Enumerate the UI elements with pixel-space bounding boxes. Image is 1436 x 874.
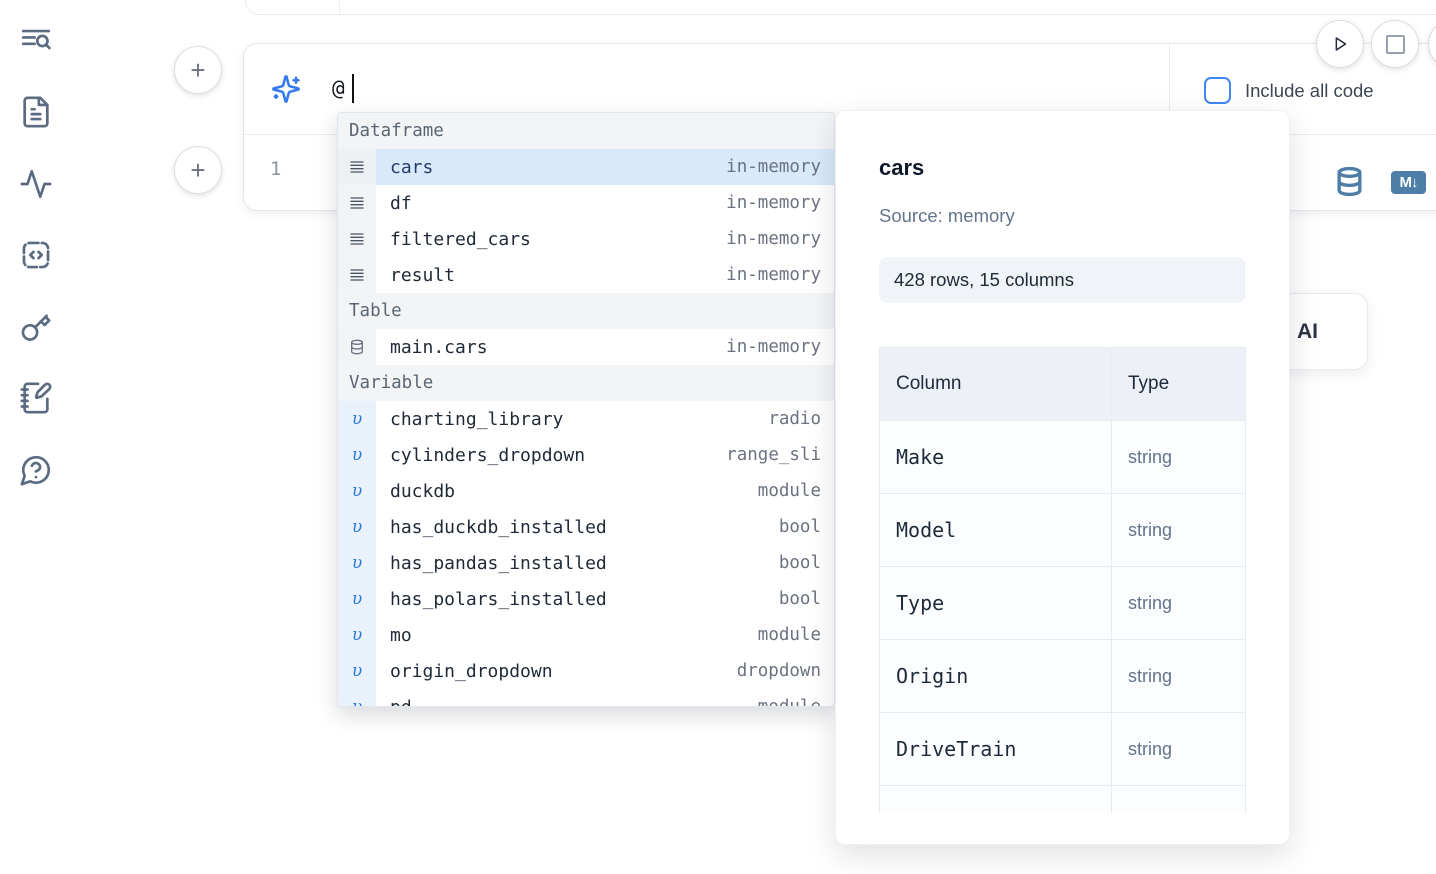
- divider: [339, 0, 340, 13]
- markdown-icon[interactable]: M↓: [1391, 171, 1426, 194]
- autocomplete-dropdown: Dataframe carsin-memory dfin-memory filt…: [337, 112, 835, 707]
- shape-badge: 428 rows, 15 columns: [879, 257, 1245, 303]
- schema-table: Column Type Make string Model string Typ…: [879, 347, 1247, 813]
- sidebar: [0, 0, 68, 874]
- list-item[interactable]: υ cylinders_dropdownrange_sli: [338, 437, 834, 473]
- list-item[interactable]: υ origin_dropdowndropdown: [338, 653, 834, 689]
- database-icon[interactable]: [1334, 166, 1365, 197]
- list-item[interactable]: υ charting_libraryradio: [338, 401, 834, 437]
- list-item[interactable]: dfin-memory: [338, 185, 834, 221]
- list-item[interactable]: resultin-memory: [338, 257, 834, 293]
- code-square-icon[interactable]: [19, 238, 53, 272]
- list-item[interactable]: carsin-memory: [338, 149, 834, 185]
- file-text-icon[interactable]: [19, 95, 53, 129]
- table-header-row: Column Type: [880, 348, 1246, 421]
- preview-title: cars: [879, 155, 924, 181]
- list-item[interactable]: υ momodule: [338, 617, 834, 653]
- table-row: Make string: [880, 421, 1246, 494]
- database-icon: [338, 329, 376, 365]
- table-row: Model string: [880, 494, 1246, 567]
- ai-prompt-input[interactable]: @: [332, 76, 345, 100]
- add-cell-button[interactable]: +: [174, 146, 222, 194]
- dataframe-preview-panel: cars Source: memory 428 rows, 15 columns…: [835, 110, 1290, 845]
- help-chat-icon[interactable]: [19, 453, 53, 487]
- stop-button[interactable]: [1371, 20, 1419, 68]
- list-item[interactable]: υ pdmodule: [338, 689, 834, 707]
- list-item[interactable]: υ has_duckdb_installedbool: [338, 509, 834, 545]
- list-item[interactable]: filtered_carsin-memory: [338, 221, 834, 257]
- list-item[interactable]: υ duckdbmodule: [338, 473, 834, 509]
- variable-icon: υ: [338, 509, 376, 545]
- table-row: Origin string: [880, 640, 1246, 713]
- variable-icon: υ: [338, 689, 376, 707]
- type-header: Type: [1112, 348, 1246, 421]
- variable-icon: υ: [338, 617, 376, 653]
- column-header: Column: [880, 348, 1112, 421]
- dataframe-rows-icon: [338, 257, 376, 293]
- dataframe-rows-icon: [338, 185, 376, 221]
- stop-icon: [1386, 35, 1405, 54]
- preview-source: Source: memory: [879, 205, 1015, 227]
- variable-icon: υ: [338, 401, 376, 437]
- variable-icon: υ: [338, 653, 376, 689]
- play-icon: [1329, 33, 1351, 55]
- include-all-code-checkbox[interactable]: [1204, 77, 1231, 104]
- notebook-pen-icon[interactable]: [19, 381, 53, 415]
- section-header: Table: [338, 293, 834, 329]
- plus-icon: +: [190, 57, 205, 83]
- variable-icon: υ: [338, 581, 376, 617]
- include-all-code-label: Include all code: [1245, 80, 1374, 102]
- text-search-icon[interactable]: [19, 24, 53, 58]
- line-number: 1: [270, 158, 281, 180]
- text-cursor: [352, 74, 354, 103]
- table-row-partial: [880, 786, 1246, 814]
- activity-icon[interactable]: [19, 167, 53, 201]
- key-icon[interactable]: [19, 310, 53, 344]
- list-item[interactable]: main.carsin-memory: [338, 329, 834, 365]
- add-cell-button[interactable]: +: [174, 46, 222, 94]
- previous-cell-edge: [245, 0, 1436, 15]
- section-header: Variable: [338, 365, 834, 401]
- variable-icon: υ: [338, 545, 376, 581]
- variable-icon: υ: [338, 473, 376, 509]
- run-cell-button[interactable]: [1316, 20, 1364, 68]
- sparkles-icon: [271, 74, 301, 104]
- dataframe-rows-icon: [338, 221, 376, 257]
- section-header: Dataframe: [338, 113, 834, 149]
- table-row: Type string: [880, 567, 1246, 640]
- plus-icon: +: [190, 157, 205, 183]
- variable-icon: υ: [338, 437, 376, 473]
- ai-button-label: AI: [1297, 320, 1318, 344]
- list-item[interactable]: υ has_polars_installedbool: [338, 581, 834, 617]
- table-row: DriveTrain string: [880, 713, 1246, 786]
- dataframe-rows-icon: [338, 149, 376, 185]
- list-item[interactable]: υ has_pandas_installedbool: [338, 545, 834, 581]
